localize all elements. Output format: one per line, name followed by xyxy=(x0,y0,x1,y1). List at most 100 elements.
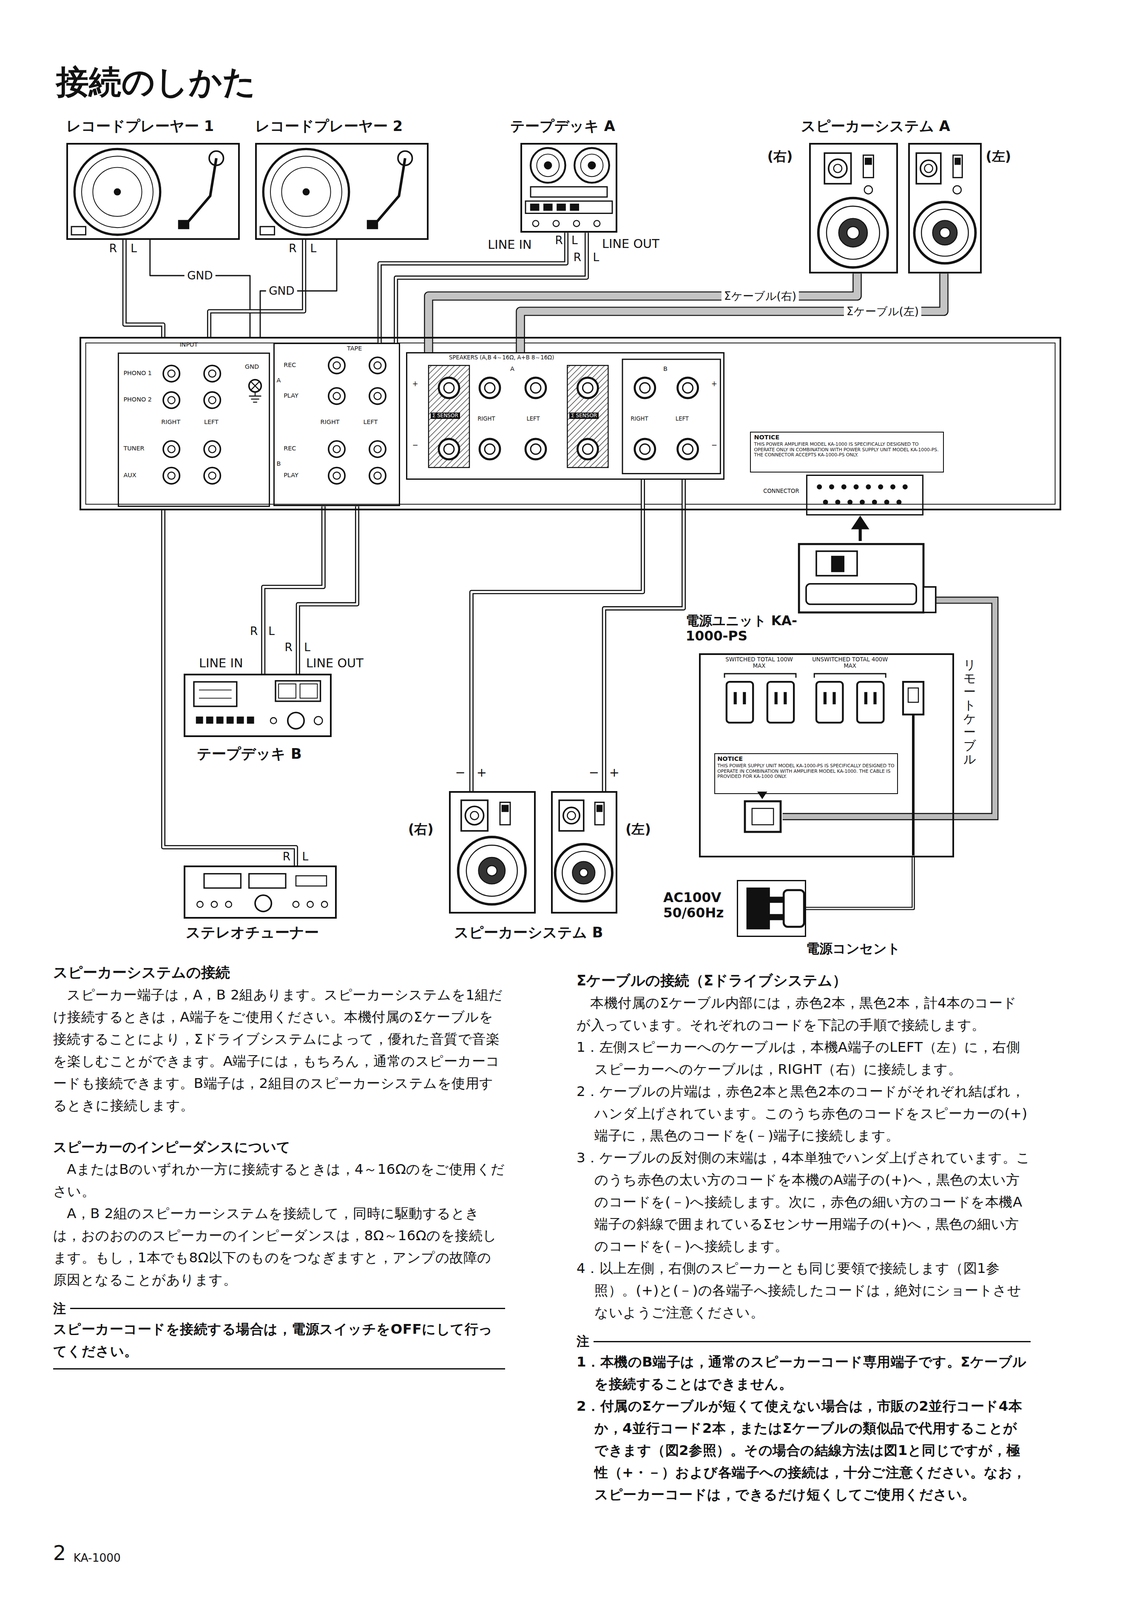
turntable-drawing-part xyxy=(270,156,342,228)
speaker-drawing-part xyxy=(466,844,518,896)
section-heading: スピーカーシステムの接続 xyxy=(53,961,506,984)
speaker-drawing-part xyxy=(579,868,588,877)
panel-label: INPUT xyxy=(179,340,198,349)
cable xyxy=(806,857,914,909)
speaker-drawing-part xyxy=(563,806,580,824)
amplifier-panel-drawing-part-part xyxy=(369,440,386,458)
cable-line xyxy=(520,273,944,353)
outlet-drawing-part xyxy=(783,889,804,927)
amplifier-panel-drawing-part-part xyxy=(369,357,386,374)
plug-box-drawing-part xyxy=(831,556,844,572)
power-supply-drawing-part-part xyxy=(742,691,746,705)
reel-deck-drawing xyxy=(525,147,613,227)
signal-label: − xyxy=(454,765,466,780)
outlet-drawing-part xyxy=(747,887,770,929)
panel-label: LEFT xyxy=(675,415,689,422)
amplifier-panel-drawing-part-part xyxy=(634,377,656,398)
power-supply-drawing-part-part xyxy=(823,691,827,705)
amplifier-panel-drawing-part-part xyxy=(167,396,176,404)
amplifier-panel-drawing-part-part xyxy=(677,438,699,460)
reel-deck-drawing-part xyxy=(570,204,579,211)
amplifier-panel-drawing-part-part xyxy=(530,443,541,455)
wall-outlet: AC100V 50/60Hz電源コンセント xyxy=(736,879,807,937)
group-heading: スピーカーシステム A xyxy=(801,118,951,135)
speaker-drawing-part xyxy=(594,801,605,825)
notice-text: THIS POWER AMPLIFIER MODEL KA-1000 IS SP… xyxy=(754,441,941,458)
reel-deck-drawing-part xyxy=(593,220,600,227)
amplifier-panel-drawing-part-part xyxy=(163,392,180,409)
cable xyxy=(150,239,250,337)
amplifier-panel-drawing-part-part xyxy=(872,499,878,505)
plug-box-drawing-part xyxy=(852,516,869,529)
signal-label: R xyxy=(282,849,291,863)
amplifier-panel-drawing-part xyxy=(567,365,608,468)
power-supply-drawing-part xyxy=(857,681,884,723)
amplifier-panel-drawing-part-part xyxy=(582,382,593,393)
amplifier-panel-drawing-part xyxy=(250,381,259,390)
panel-label: A xyxy=(276,376,281,384)
group-heading: スピーカーシステム B xyxy=(454,924,603,941)
power-supply-drawing-part-part xyxy=(873,691,877,705)
signal-label: L xyxy=(303,640,311,654)
panel-label: 電源ユニット KA-1000-PS xyxy=(685,613,807,644)
tuner-drawing-part xyxy=(321,900,328,907)
cassette-deck-drawing-part xyxy=(287,712,304,729)
cable-line xyxy=(124,239,164,337)
amplifier-panel-drawing-part-part xyxy=(328,387,345,404)
panel-label: LEFT xyxy=(526,415,540,422)
amplifier-panel-drawing-part xyxy=(443,382,694,455)
signal-label: LINE OUT xyxy=(306,656,364,671)
signal-label: L xyxy=(310,241,317,255)
power-supply-drawing-part xyxy=(908,687,919,703)
power-supply-drawing-part xyxy=(816,681,843,723)
cable-line xyxy=(263,505,324,674)
note-marker: 注 xyxy=(53,1298,506,1318)
speaker-drawing-part xyxy=(461,800,488,831)
amplifier-panel-drawing-part xyxy=(816,484,908,505)
signal-label: L xyxy=(571,233,578,247)
power-supply-drawing-part xyxy=(724,673,796,678)
cable-line xyxy=(379,232,567,343)
signal-label: − xyxy=(588,765,600,780)
cable-line xyxy=(298,505,358,674)
speaker-drawing-part xyxy=(555,843,613,901)
stereo-tuner: ステレオチューナー xyxy=(183,865,337,919)
amplifier-panel-drawing-part-part xyxy=(163,365,180,382)
speaker-drawing-part xyxy=(953,155,963,178)
amplifier-panel-drawing-part-part xyxy=(525,438,546,460)
power-supply-drawing-part-part xyxy=(783,691,787,705)
cassette-deck-drawing-part xyxy=(198,689,232,691)
note-text: 1．本機のB端子は，通常のスピーカーコード専用端子です。Σケーブルを接続すること… xyxy=(576,1350,1031,1395)
amplifier-panel-drawing-part xyxy=(249,379,262,393)
amplifier-panel-drawing-part-part xyxy=(484,443,495,455)
speaker-drawing-part xyxy=(828,159,847,178)
cable-line xyxy=(806,857,914,909)
signal-label: L xyxy=(592,250,600,264)
power-supply-drawing-part-part xyxy=(832,691,836,705)
amplifier-panel-drawing-part-part xyxy=(859,499,865,505)
step-text: 2．ケーブルの片端は，赤色2本と黒色2本のコードがそれぞれ結ばれ，ハンダ上げされ… xyxy=(576,1079,1031,1147)
cassette-deck-drawing-part-part xyxy=(236,716,245,724)
amplifier-panel-drawing-part xyxy=(428,365,470,468)
panel-label: TAPE xyxy=(346,344,362,353)
cable-line xyxy=(209,239,304,337)
amplifier-panel-drawing-part-part xyxy=(639,382,651,393)
cable-line xyxy=(379,232,567,343)
amplifier-panel-drawing-part-part xyxy=(369,387,386,404)
speaker-drawing-part xyxy=(846,226,860,239)
amplifier-panel-drawing-part-part xyxy=(369,467,386,484)
amplifier-panel-drawing-part-part xyxy=(682,443,694,455)
panel-label: AUX xyxy=(123,471,137,479)
amplifier-panel-drawing-part-part xyxy=(853,484,859,490)
notice-text: THIS POWER SUPPLY UNIT MODEL KA-1000-PS … xyxy=(717,763,895,779)
amplifier-panel-drawing-part-part xyxy=(333,445,341,453)
power-supply-drawing-part-part xyxy=(864,691,868,705)
amplifier-panel-drawing-part-part xyxy=(890,484,896,490)
amplifier-panel-drawing-part-part xyxy=(816,484,822,490)
amplifier-panel-drawing-part-part xyxy=(479,377,500,398)
panel-label: LEFT xyxy=(363,418,378,426)
signal-label: L xyxy=(130,241,137,255)
signal-label: R xyxy=(250,624,258,638)
signal-label: R xyxy=(284,640,293,654)
cable-line xyxy=(604,479,684,791)
